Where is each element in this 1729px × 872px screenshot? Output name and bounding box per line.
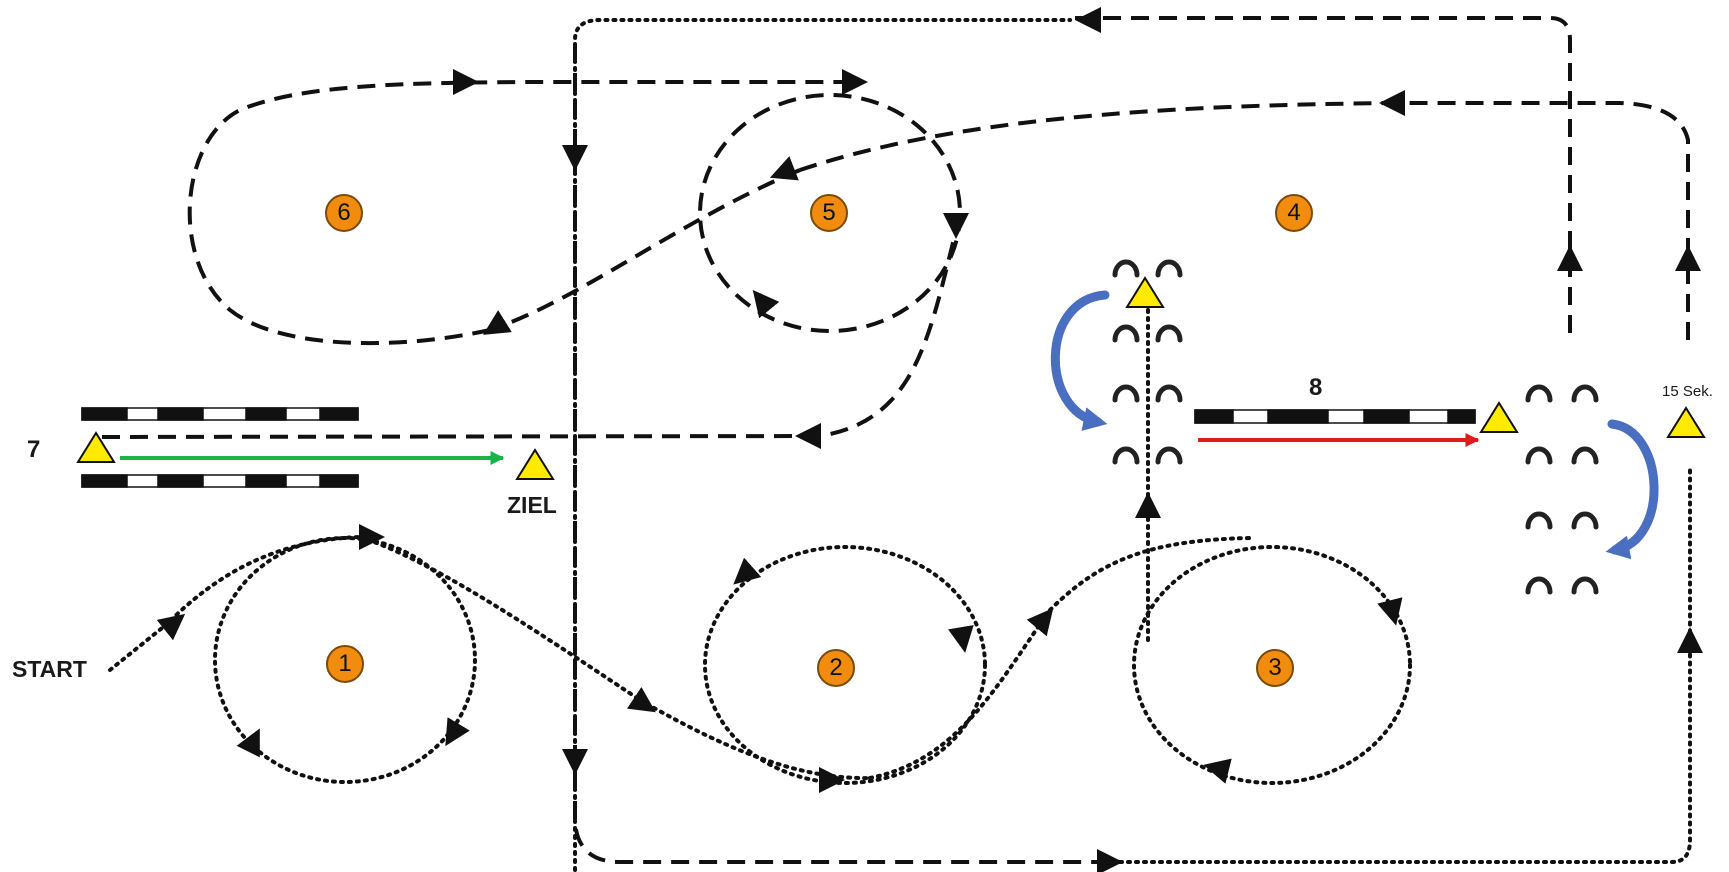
circle-1-path	[213, 536, 477, 784]
triangle-marker-icon	[515, 448, 555, 480]
triangle-marker-icon	[76, 431, 116, 463]
horseshoe-icon	[1525, 511, 1553, 530]
finish-label: ZIEL	[507, 492, 557, 518]
curved-turn-arrow-icon	[1605, 419, 1659, 560]
horseshoes-right	[1525, 384, 1599, 595]
triangle-marker-icon	[1125, 276, 1165, 308]
horseshoe-icon	[1112, 324, 1140, 343]
station-badge-3: 3	[1256, 649, 1294, 687]
horseshoe-icon	[1571, 446, 1599, 465]
obstacle-8-pole	[1194, 409, 1476, 424]
station-badge-2: 2	[817, 649, 855, 687]
horseshoe-icon	[1571, 511, 1599, 530]
obstacle-8-label: 8	[1309, 374, 1323, 401]
horseshoe-icon	[1155, 259, 1183, 278]
obstacle-7-poles	[81, 407, 359, 488]
curved-turn-arrow-icon	[1050, 290, 1110, 431]
return-dotted-top	[573, 18, 1072, 872]
triangle-marker-icon	[1479, 401, 1519, 433]
horseshoe-icon	[1155, 384, 1183, 403]
markers	[76, 276, 1706, 480]
start-label: START	[12, 656, 87, 682]
station-badge-5: 5	[810, 194, 848, 232]
horseshoe-icon	[1525, 576, 1553, 595]
horseshoe-icon	[1155, 446, 1183, 465]
dashed-vertical-down	[573, 45, 1120, 864]
circle-3-path	[1132, 545, 1412, 785]
obstacle-7-label: 7	[27, 436, 41, 463]
circle-2-path	[703, 545, 987, 785]
horseshoe-icon	[1525, 384, 1553, 403]
dashed-top-return	[1075, 16, 1572, 335]
horseshoe-icon	[1112, 259, 1140, 278]
horseshoe-icon	[1571, 576, 1599, 595]
dashed-right-return	[799, 101, 1690, 340]
station-badge-6: 6	[325, 194, 363, 232]
horseshoe-icon	[1112, 446, 1140, 465]
horseshoe-icon	[1155, 324, 1183, 343]
wait-time-label: 15 Sek.	[1662, 383, 1713, 400]
triangle-marker-icon	[1666, 406, 1706, 438]
horseshoe-icon	[1571, 384, 1599, 403]
horseshoe-icon	[1525, 446, 1553, 465]
horseshoe-icon	[1112, 384, 1140, 403]
start-path	[108, 618, 174, 672]
horseshoes-left	[1112, 259, 1183, 465]
station-badge-1: 1	[326, 645, 364, 683]
station-badge-4: 4	[1275, 194, 1313, 232]
dotted-bottom-right	[1118, 468, 1692, 864]
dotted-route	[108, 18, 1692, 872]
